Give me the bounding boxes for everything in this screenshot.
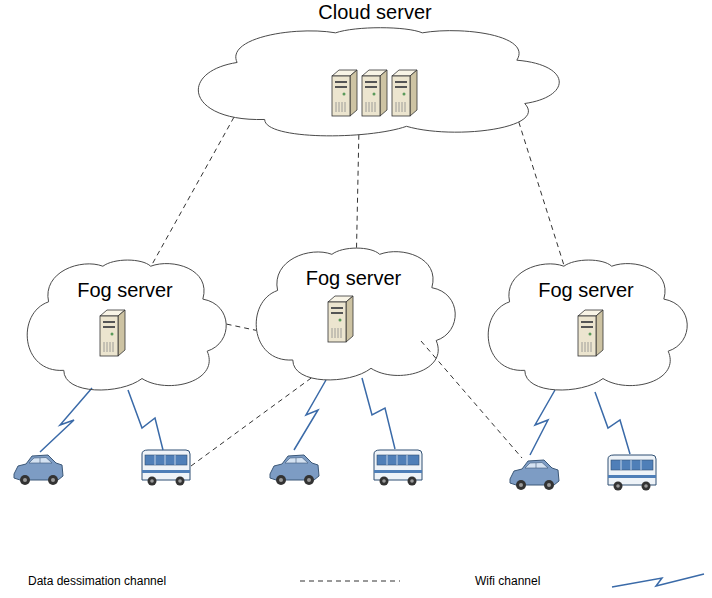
node-label: Cloud server bbox=[318, 0, 431, 24]
cloud-shape bbox=[198, 28, 559, 136]
wifi-link bbox=[595, 392, 630, 454]
wifi-link bbox=[40, 388, 92, 452]
fog-server-node: Fog server bbox=[16, 258, 233, 395]
server-icon bbox=[100, 310, 125, 356]
dissemination-channel bbox=[519, 122, 564, 266]
car-icon bbox=[270, 455, 319, 485]
legend-label: Data dessimation channel bbox=[28, 573, 166, 589]
server-icon bbox=[332, 70, 357, 116]
dissemination-channel bbox=[357, 135, 359, 248]
fog-server-node: Fog server bbox=[477, 258, 694, 395]
dissemination-link bbox=[191, 376, 314, 466]
bus-icon bbox=[374, 450, 422, 486]
cloud-shape bbox=[489, 260, 688, 390]
legend-item: Wifi channel bbox=[475, 573, 540, 589]
node-label: Fog server bbox=[77, 278, 173, 302]
dissemination-channel bbox=[151, 117, 234, 266]
dissemination-channel bbox=[227, 324, 257, 330]
legend-sample-wifi bbox=[612, 574, 704, 587]
wifi-link bbox=[362, 378, 395, 449]
cloud-server-node: Cloud server bbox=[178, 0, 572, 140]
node-label: Fog server bbox=[538, 278, 634, 302]
legend-label: Wifi channel bbox=[475, 573, 540, 589]
bus-icon bbox=[608, 455, 656, 491]
cloud-outline bbox=[16, 258, 233, 395]
bus-icon bbox=[142, 450, 190, 486]
cloud-shape bbox=[256, 248, 455, 380]
cloud-outline bbox=[178, 26, 572, 140]
legend-item: Data dessimation channel bbox=[28, 573, 166, 589]
server-icon bbox=[578, 310, 603, 356]
server-icon bbox=[328, 296, 353, 342]
wifi-link bbox=[128, 390, 163, 450]
car-icon bbox=[510, 460, 559, 490]
fog-server-node: Fog server bbox=[245, 246, 462, 385]
cloud-outline bbox=[477, 258, 694, 395]
legend-sample-dashed bbox=[300, 581, 400, 582]
server-icon bbox=[362, 70, 387, 116]
cloud-shape bbox=[28, 260, 227, 390]
server-icon bbox=[392, 70, 417, 116]
node-label: Fog server bbox=[306, 266, 402, 290]
wifi-link bbox=[530, 390, 555, 455]
wifi-link bbox=[294, 380, 326, 450]
car-icon bbox=[14, 455, 63, 485]
cloud-outline bbox=[245, 246, 462, 385]
